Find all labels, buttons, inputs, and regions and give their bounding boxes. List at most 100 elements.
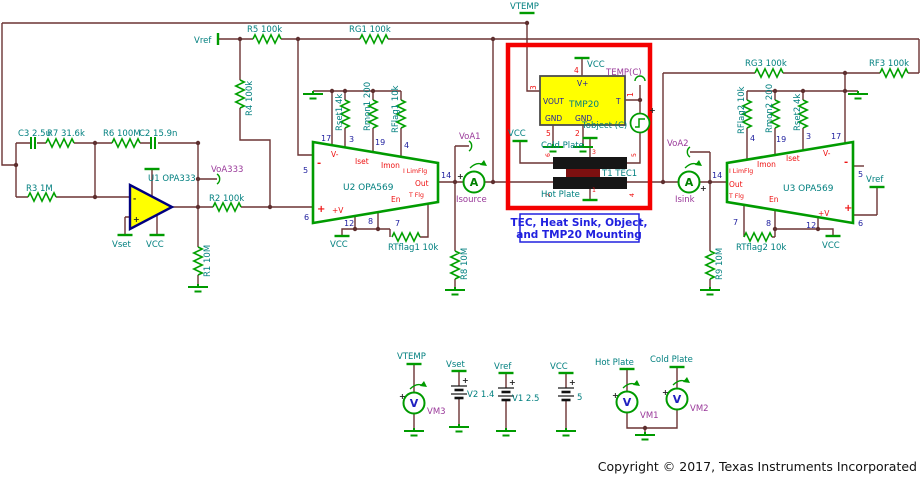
v2-plus: + — [462, 376, 469, 385]
vcc-source-value: 5 — [577, 393, 582, 403]
r9-label: R9 10M — [715, 248, 725, 280]
u3-pin14: 14 — [712, 171, 722, 180]
u3-pin19: 19 — [776, 135, 786, 144]
u2-imon: Imon — [381, 161, 400, 170]
u3-imon: Imon — [757, 160, 776, 169]
tec-pin3: 3 — [592, 149, 596, 156]
vcc-source-plus: + — [569, 378, 576, 387]
u2-out: Out — [415, 179, 429, 188]
voa333-testpoint-icon — [216, 173, 221, 185]
u2-ilimflg: I LimFlg — [403, 168, 427, 175]
u2-pin12: 12 — [344, 219, 354, 228]
u3-pin6: 6 — [858, 219, 863, 228]
voltmeter-vm1: V + — [612, 379, 641, 414]
u2-label: U2 OPA569 — [343, 183, 394, 193]
r4-label: R4 100k — [245, 81, 255, 116]
vm2-arrow-icon — [672, 376, 691, 386]
vtemp-top-label: VTEMP — [510, 2, 539, 12]
tmp20-vplus: V+ — [577, 79, 588, 88]
vtemp-bottom-label: VTEMP — [397, 352, 426, 362]
voltmeter-vm3: V + — [399, 380, 428, 415]
u3-tflg: T Flg — [728, 193, 744, 200]
r7-label: R7 31.6k — [47, 129, 85, 139]
tmp20-label: TMP20 — [568, 100, 599, 110]
vcc-bottom-label: VCC — [550, 362, 568, 372]
isource-label: Isource — [456, 195, 487, 205]
tmp20-pin5: 5 — [546, 129, 551, 138]
voa2-testpoint-icon — [686, 146, 691, 158]
vcc-u1-label: VCC — [146, 240, 164, 250]
rset2-label: Rset2 4k — [793, 94, 803, 131]
battery-v1: + — [496, 378, 516, 402]
vm1-plus: + — [612, 391, 619, 400]
u2-minus: - — [317, 158, 321, 169]
u3-pv: +V — [818, 209, 830, 218]
rset1-label: Rset1 4k — [335, 94, 345, 131]
terminal-icons — [116, 11, 886, 375]
v2-label: V2 1.4 — [467, 390, 494, 400]
capacitor-c3-icon — [30, 137, 36, 149]
isink-meter-letter: A — [685, 176, 694, 189]
u3-pin4: 4 — [750, 134, 755, 143]
vm1-arrow-icon — [622, 379, 641, 389]
rtflag1-label: RTflag1 10k — [388, 243, 438, 253]
opamp-u2-opa569: - + V- Iset Imon I LimFlg Out En T Flg +… — [311, 140, 440, 225]
tempc-label: TEMP(C) — [605, 68, 642, 78]
u2-pin4: 4 — [404, 141, 409, 150]
u3-pin12: 12 — [806, 221, 816, 230]
c3-label: C3 2.5u — [18, 129, 51, 139]
vcc-u2-label: VCC — [330, 240, 348, 250]
vref-bottom-label: Vref — [494, 362, 512, 372]
battery-v2: + — [449, 376, 469, 400]
tec-pin1: 1 — [592, 187, 596, 194]
u3-pin8: 8 — [766, 219, 771, 228]
u2-en: En — [391, 195, 401, 204]
u3-ilimflg: I LimFlg — [729, 168, 753, 175]
tobject-label: Tobject (C) — [581, 121, 627, 131]
u3-out: Out — [729, 180, 743, 189]
tmp20-pin3: 3 — [529, 85, 538, 90]
coldplate-label: Cold Plate — [541, 141, 584, 151]
isource-plus: + — [457, 172, 464, 181]
coldplate-bottom-label: Cold Plate — [650, 355, 693, 365]
vm3-letter: V — [410, 397, 419, 410]
u3-pin17: 17 — [831, 132, 841, 141]
u3-pin3: 3 — [806, 132, 811, 141]
vset-u1-label: Vset — [112, 240, 131, 250]
vcc-coldplate-label: VCC — [508, 129, 526, 139]
vm2-label: VM2 — [690, 404, 709, 414]
vm3-arrow-icon — [409, 380, 428, 390]
voltmeter-vm2: V + — [662, 376, 691, 411]
tec-pin2: 2 — [545, 193, 552, 197]
voa1-testpoint-icon — [468, 140, 473, 152]
u1-inverting-mark: - — [133, 194, 136, 203]
rmon2-label: Rmon2 200 — [765, 84, 775, 133]
voa1-label: VoA1 — [459, 132, 481, 142]
u2-iset: Iset — [355, 157, 369, 166]
vcc-u3-label: VCC — [822, 241, 840, 251]
opamp-u1-opa333: - + — [128, 183, 175, 231]
battery-vcc: + — [556, 378, 576, 402]
v1-plus: + — [509, 378, 516, 387]
capacitor-c2-icon — [150, 137, 156, 149]
u2-vminus: V- — [331, 150, 339, 159]
isource-arrow-icon — [469, 159, 488, 169]
vm1-letter: V — [623, 396, 632, 409]
net-and-component-labels: VTEMP Vref C3 2.5u R7 31.6k R6 100M C2 1… — [18, 2, 909, 421]
ground-icons — [187, 90, 869, 441]
rflag1-label: RFlag1 10k — [391, 85, 401, 133]
ammeter-isink: A + — [677, 159, 707, 194]
pin-numbers: 17 3 19 4 5 6 12 8 7 14 4 19 3 17 14 5 6… — [303, 132, 863, 230]
hotplate-label: Hot Plate — [541, 190, 580, 200]
u3-label: U3 OPA569 — [783, 184, 834, 194]
voa333-label: VoA333 — [211, 165, 243, 175]
voa2-label: VoA2 — [667, 139, 689, 149]
u3-plus: + — [844, 203, 852, 214]
u3-iset: Iset — [786, 154, 800, 163]
u2-pin19: 19 — [375, 138, 385, 147]
r5-label: R5 100k — [247, 25, 282, 35]
step-waveform-icon — [635, 118, 645, 128]
mounting-note-box: TEC, Heat Sink, Object, and TMP20 Mounti… — [510, 213, 648, 243]
tobject-source: + — [629, 106, 656, 134]
rmon1-label: Rmon1 200 — [363, 82, 373, 131]
